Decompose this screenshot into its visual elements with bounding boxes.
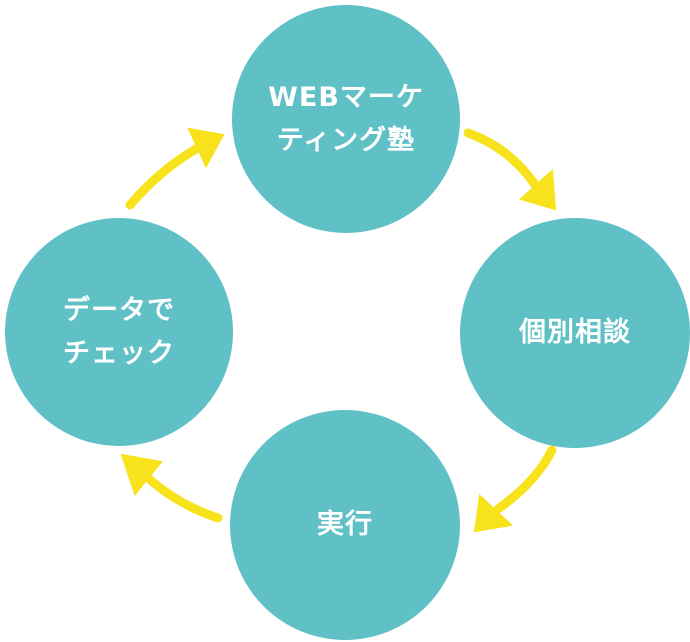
node-label: 個別相談 bbox=[519, 317, 631, 349]
arrow-execution-to-data-check bbox=[120, 453, 223, 523]
arrow-webjuku-to-consultation bbox=[463, 128, 557, 211]
node-label: WEBマーケ ティング塾 bbox=[268, 81, 424, 156]
node-execution: 実行 bbox=[230, 410, 460, 640]
arrow-consultation-to-execution bbox=[473, 445, 557, 533]
node-individual-consultation: 個別相談 bbox=[460, 218, 690, 448]
node-data-check: データで チェック bbox=[5, 218, 233, 446]
node-web-marketing-juku: WEBマーケ ティング塾 bbox=[232, 5, 460, 233]
node-label: データで チェック bbox=[63, 294, 175, 369]
arrow-data-check-to-webjuku bbox=[125, 127, 225, 210]
node-label: 実行 bbox=[317, 509, 373, 541]
